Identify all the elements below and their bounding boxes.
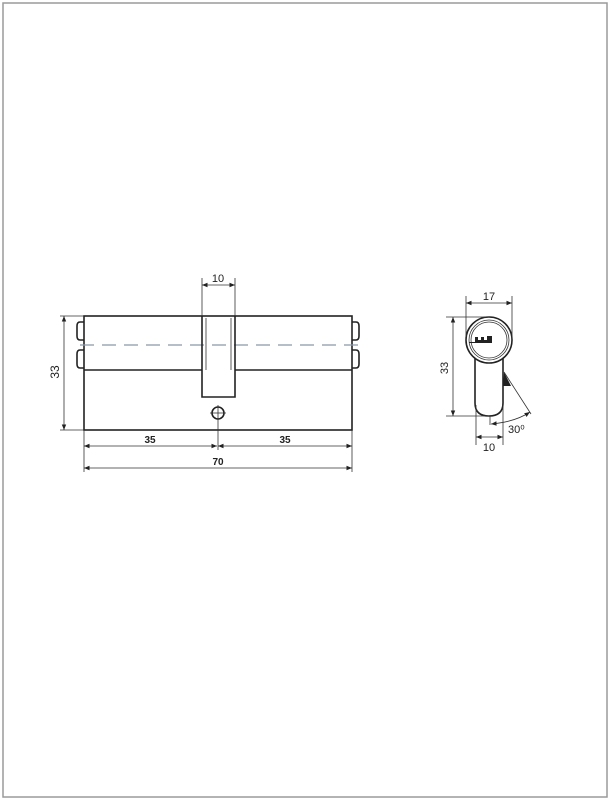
dim-width: 17 [483, 291, 495, 303]
front-view: 10 33 35 35 70 [48, 273, 360, 472]
dim-bottom: 10 [483, 442, 495, 454]
dim-total: 70 [212, 457, 224, 468]
cam-slot [201, 316, 236, 398]
dim-cam-width: 10 [212, 273, 224, 285]
dim-left: 35 [144, 435, 156, 446]
dim-angle: 30⁰ [508, 424, 525, 436]
dim-height: 33 [48, 365, 62, 379]
side-view: 17 33 10 30⁰ [439, 291, 532, 454]
keyway-icon [469, 336, 492, 343]
dim-right: 35 [279, 435, 291, 446]
dim-side-height: 33 [439, 362, 451, 374]
